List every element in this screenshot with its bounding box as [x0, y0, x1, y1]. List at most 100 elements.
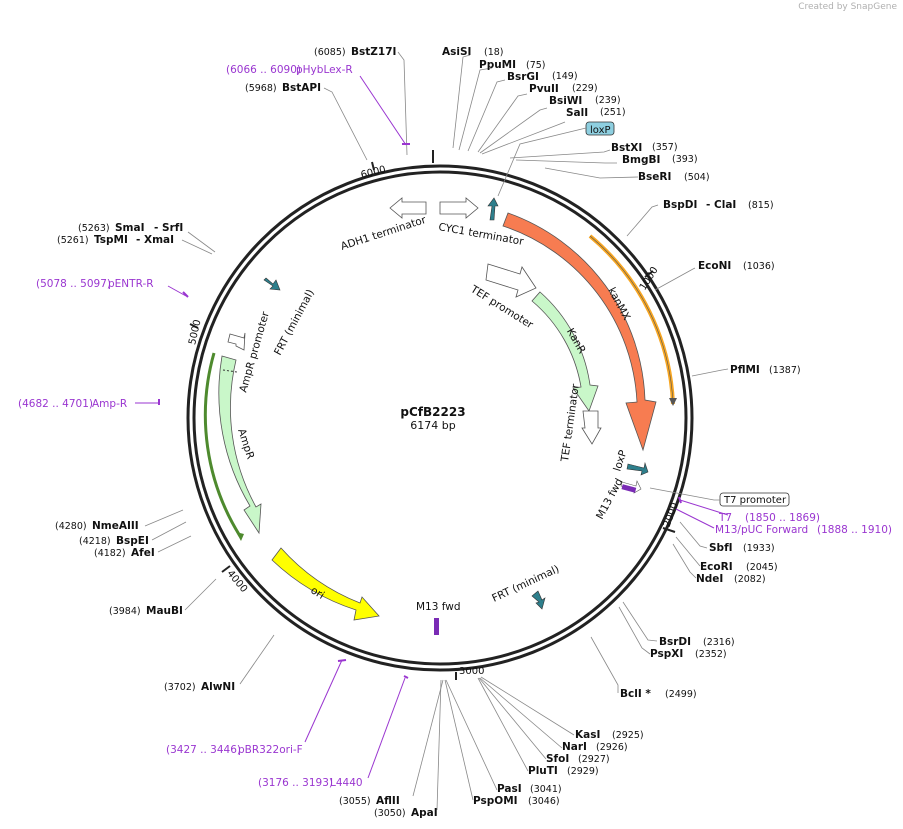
enzyme-pspomi: PspOMI — [473, 795, 518, 807]
frt-minimal-left-label: FRT (minimal) — [272, 287, 317, 357]
primer-t7-pos: (1850 .. 1869) — [745, 512, 820, 524]
enzyme-labels-right: AsiSI (18) PpuMI (75) BsrGI (149) PvuII … — [442, 46, 801, 807]
primer-amp-r-pos: (4682 .. 4701) — [18, 398, 93, 410]
enzyme-leader-lines-left — [144, 51, 444, 811]
enzyme-ndei: NdeI — [696, 573, 723, 585]
enzyme-bmgbi: BmgBI — [622, 154, 660, 166]
primer-phyblex-r-pos: (6066 .. 6090) — [226, 64, 301, 76]
enzyme-sbfi-pos: (1933) — [743, 543, 775, 554]
enzyme-nmeaiii-pos: (4280) — [55, 521, 87, 532]
primer-m13-puc-forward: M13/pUC Forward — [715, 524, 808, 536]
tick-label-2000: 2000 — [662, 501, 681, 529]
snapgene-watermark: Created by SnapGene — [798, 2, 897, 12]
ampr-outer-bar-arrowhead — [236, 532, 244, 541]
enzyme-bcli: BclI * — [620, 688, 651, 700]
enzyme-maubi-pos: (3984) — [109, 606, 141, 617]
m13-fwd-right-primer — [621, 484, 637, 493]
enzyme-bstz17i-pos: (6085) — [314, 47, 346, 58]
t7-promoter-leader — [649, 487, 720, 501]
enzyme-bstapi-pos: (5968) — [245, 83, 277, 94]
tef-promoter-arrow — [485, 263, 537, 298]
adh1-terminator-arrow — [389, 197, 427, 219]
enzyme-bstxi-pos: (357) — [652, 142, 678, 153]
enzyme-alwni-pos: (3702) — [164, 682, 196, 693]
enzyme-pluti: PluTI — [528, 765, 558, 777]
enzyme-ecori-pos: (2045) — [746, 562, 778, 573]
primer-m13-puc-forward-pos: (1888 .. 1910) — [817, 524, 892, 536]
m13-fwd-bottom-primer — [434, 618, 439, 635]
kanmx-arrow[interactable] — [502, 212, 657, 452]
enzyme-bsiwi: BsiWI — [549, 95, 582, 107]
enzyme-nari-pos: (2926) — [596, 742, 628, 753]
enzyme-labels-left: (6085) BstZ17I (5968) BstAPI (5263) SmaI… — [55, 46, 438, 819]
loxp-box-label: loxP — [590, 125, 611, 136]
frt-minimal-right-label: FRT (minimal) — [490, 563, 561, 605]
primer-l4440: L4440 — [330, 777, 363, 789]
enzyme-bstz17i: BstZ17I — [351, 46, 396, 58]
enzyme-bspei: BspEI — [116, 535, 149, 547]
enzyme-bsrdi-pos: (2316) — [703, 637, 735, 648]
tick-5000 — [189, 323, 199, 329]
enzyme-smai-pos: (5263) — [78, 223, 110, 234]
enzyme-pasi: PasI — [497, 783, 522, 795]
enzyme-pflmi: PflMI — [730, 364, 760, 376]
enzyme-pspxi: PspXI — [650, 648, 683, 660]
enzyme-sbfi: SbfI — [709, 542, 733, 554]
loxp-box — [585, 121, 615, 136]
enzyme-bspdi-pos: (815) — [748, 200, 774, 211]
enzyme-ecori: EcoRI — [700, 561, 733, 573]
t7-promoter-box — [719, 492, 790, 507]
enzyme-pvuii: PvuII — [529, 83, 559, 95]
enzyme-bspei-pos: (4218) — [79, 536, 111, 547]
primer-pbr322ori-f-pos: (3427 .. 3446) — [166, 744, 241, 756]
loxp-label: loxP — [611, 449, 629, 473]
tick-4000 — [221, 565, 231, 573]
enzyme-tspmi-pos: (5261) — [57, 235, 89, 246]
t7-promoter-label: T7 promoter — [723, 495, 787, 506]
enzyme-pflmi-pos: (1387) — [769, 365, 801, 376]
orange-bar-arrowhead — [669, 398, 677, 406]
tick-6000 — [371, 161, 375, 171]
enzyme-pspxi-pos: (2352) — [695, 649, 727, 660]
ampr-label: AmpR — [235, 427, 256, 461]
enzyme-bsiwi-pos: (239) — [595, 95, 621, 106]
tick-marks — [189, 150, 676, 680]
primer-leader-lines — [135, 75, 729, 779]
loxp-arrow-right — [626, 461, 649, 476]
enzyme-pluti-pos: (2929) — [567, 766, 599, 777]
watermark-text: Created by SnapGene — [798, 2, 897, 12]
tick-label-3000: 3000 — [459, 666, 484, 677]
primer-t7: T7 — [718, 512, 732, 524]
ori-arrow[interactable] — [271, 547, 380, 621]
loxp-arrow-top — [487, 197, 499, 221]
orange-feature-bar-outline — [589, 235, 674, 405]
ampr-arrow[interactable] — [218, 355, 262, 535]
enzyme-apai: ApaI — [411, 807, 438, 819]
enzyme-afei: AfeI — [131, 547, 155, 559]
frt-minimal-left-arrow — [263, 277, 281, 291]
frt-minimal-right-arrow — [531, 590, 546, 610]
kanr-arrow[interactable] — [531, 291, 599, 412]
enzyme-pspomi-pos: (3046) — [528, 796, 560, 807]
enzyme-aflii: AflII — [376, 795, 400, 807]
primer-l4440-pos: (3176 .. 3193) — [258, 777, 333, 789]
enzyme-bstxi: BstXI — [611, 142, 642, 154]
backbone-outer — [186, 164, 694, 672]
backbone-inner — [192, 170, 688, 666]
m13-fwd-bottom-label: M13 fwd — [416, 601, 461, 613]
enzyme-ppumi-pos: (75) — [526, 60, 546, 71]
enzyme-bseri-pos: (504) — [684, 172, 710, 183]
enzyme-bmgbi-pos: (393) — [672, 154, 698, 165]
enzyme-nmeaiii: NmeAIII — [92, 520, 139, 532]
enzyme-bsrdi: BsrDI — [659, 636, 691, 648]
enzyme-sfoi-pos: (2927) — [578, 754, 610, 765]
plasmid-name: pCfB2223 — [400, 405, 465, 419]
primer-labels: (6066 .. 6090) pHybLex-R (5078 .. 5097) … — [18, 64, 892, 789]
enzyme-bcli-pos: (2499) — [665, 689, 697, 700]
enzyme-alwni: AlwNI — [201, 681, 235, 693]
tef-terminator-arrow — [581, 410, 602, 445]
tick-2000 — [662, 527, 676, 533]
primer-phyblex-r: pHybLex-R — [296, 64, 353, 76]
enzyme-econi: EcoNI — [698, 260, 731, 272]
enzyme-pvuii-pos: (229) — [572, 83, 598, 94]
